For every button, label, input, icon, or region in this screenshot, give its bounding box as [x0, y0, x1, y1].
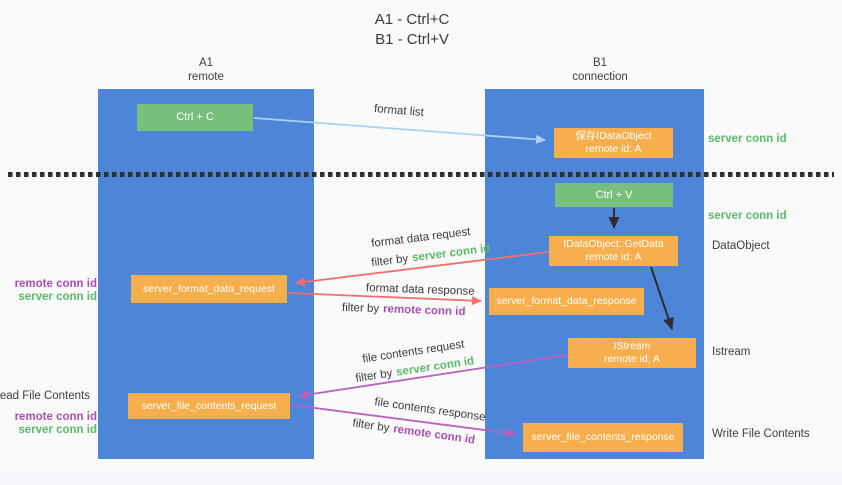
lifeline-b1-name: B1	[592, 57, 608, 69]
remote-conn-id-text: remote conn id	[392, 423, 476, 447]
node-server-format-data-request: server_format_data_request	[131, 275, 287, 303]
label-format-list: format list	[373, 103, 425, 119]
side-label-server-conn-id-left-top: server conn id	[18, 291, 97, 303]
dotted-separator	[8, 172, 834, 177]
lifeline-header-b1: B1 connection	[540, 57, 660, 84]
side-label-istream: Istream	[712, 346, 751, 358]
lifeline-a1-name: A1	[198, 57, 214, 69]
filter-by-text: filter by	[341, 301, 380, 316]
side-label-remote-conn-id-bottom: remote conn id	[14, 411, 97, 423]
node-getdata-line2: remote id: A	[585, 251, 642, 263]
lifeline-header-a1: A1 remote	[146, 57, 266, 84]
node-save-dataobject: 保存IDataObject remote id: A	[554, 128, 673, 158]
node-istream: IStream remote id: A	[568, 338, 696, 368]
side-label-server-conn-id-left-bottom: server conn id	[18, 424, 97, 436]
node-ctrl-c: Ctrl + C	[137, 104, 253, 131]
side-label-read-file-contents: Read File Contents	[0, 390, 90, 402]
side-label-server-conn-id-top: server conn id	[708, 133, 787, 145]
label-format-data-response: format data response	[365, 282, 475, 298]
side-label-server-conn-id-mid: server conn id	[708, 210, 787, 222]
label-file-contents-response: file contents response	[373, 396, 487, 424]
server-conn-id-text: server conn id	[411, 242, 491, 265]
node-ctrl-v: Ctrl + V	[555, 183, 673, 207]
title-line-b1: B1 - Ctrl+V	[375, 31, 449, 48]
filter-by-text: filter by	[354, 367, 394, 385]
remote-conn-id-text: remote conn id	[382, 303, 466, 319]
lifeline-b1-role: connection	[572, 70, 628, 83]
node-server-format-data-response: server_format_data_response	[489, 288, 644, 315]
node-idataobject-getdata: IDataObject::GetData remote id: A	[549, 236, 678, 266]
node-server-file-contents-request: server_file_contents_request	[128, 393, 290, 419]
node-istream-line1: IStream	[613, 340, 651, 352]
node-save-dataobject-line1: 保存IDataObject	[575, 130, 652, 142]
node-save-dataobject-line2: remote id: A	[585, 143, 642, 155]
lifeline-a1-role: remote	[188, 70, 224, 83]
filter-by-text: filter by	[351, 417, 391, 435]
side-label-dataobject: DataObject	[712, 240, 770, 252]
node-server-file-contents-response: server_file_contents_response	[523, 423, 683, 452]
title-line-a1: A1 - Ctrl+C	[374, 11, 450, 28]
node-getdata-line1: IDataObject::GetData	[563, 238, 664, 250]
side-label-remote-conn-id-top: remote conn id	[14, 278, 97, 290]
filter-by-text: filter by	[370, 252, 409, 270]
side-label-write-file-contents: Write File Contents	[712, 428, 810, 440]
diagram-title: A1 - Ctrl+C B1 - Ctrl+V	[312, 10, 512, 50]
node-istream-line2: remote id: A	[603, 353, 661, 365]
